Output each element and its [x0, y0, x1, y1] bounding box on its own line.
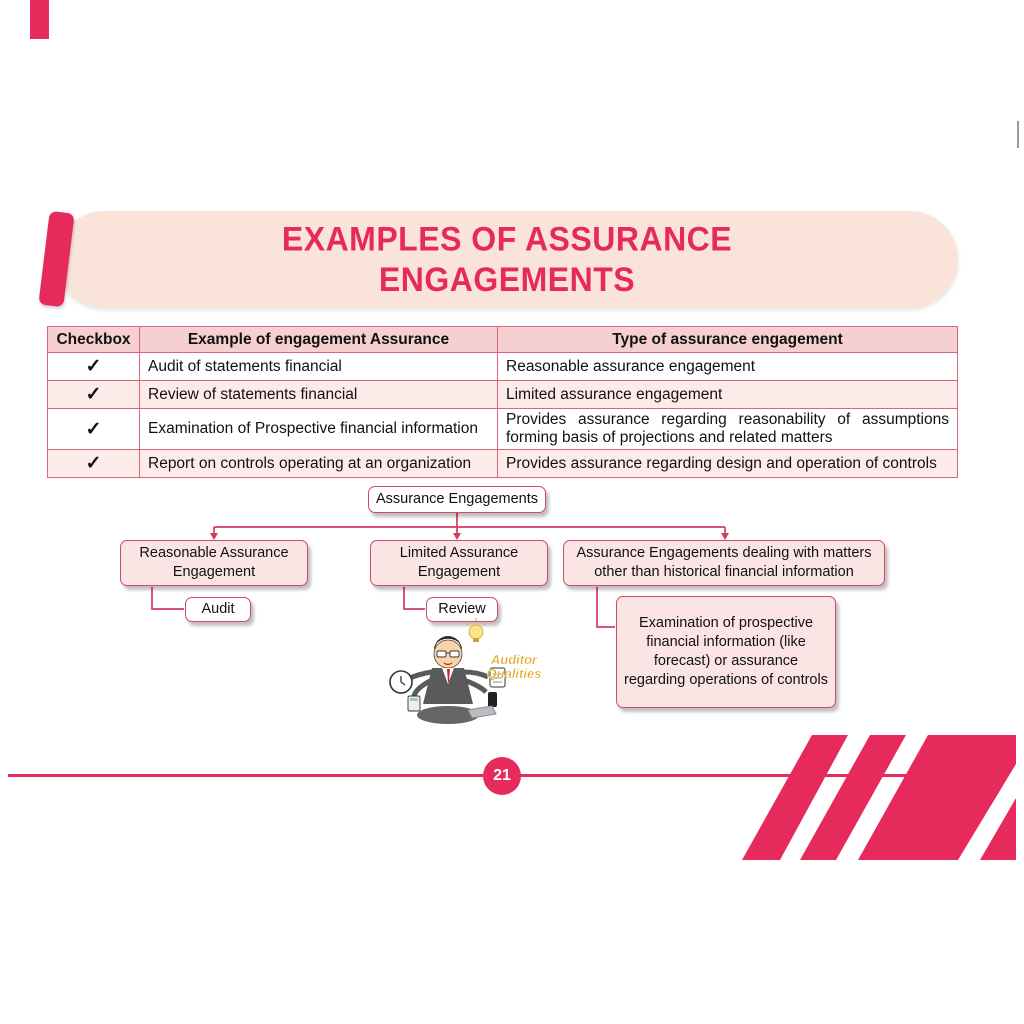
table-row: ✓ Report on controls operating at an org…	[47, 449, 958, 478]
corner-decoration	[742, 735, 1016, 860]
top-left-accent-tab	[30, 0, 49, 39]
right-edge-crop-mark	[1017, 121, 1019, 148]
lightbulb-icon	[464, 618, 488, 642]
checkmark-icon: ✓	[47, 380, 140, 409]
flowchart-node-reasonable: Reasonable Assurance Engagement	[120, 540, 308, 586]
flowchart-node-other: Assurance Engagements dealing with matte…	[563, 540, 885, 586]
flowchart-node-audit: Audit	[185, 597, 251, 622]
page-title-line1: EXAMPLES OF ASSURANCE	[281, 219, 733, 258]
illustration-caption-line2: Qualities	[487, 666, 542, 681]
page-title-line2: ENGAGEMENTS	[378, 259, 636, 298]
page-number-badge: 21	[483, 757, 521, 795]
flowchart-node-examination: Examination of prospective financial inf…	[616, 596, 836, 708]
type-cell: Provides assurance regarding design and …	[497, 449, 958, 478]
col-header-checkbox: Checkbox	[47, 326, 140, 353]
title-banner: EXAMPLES OF ASSURANCE ENGAGEMENTS	[56, 211, 958, 308]
laptop-icon	[467, 705, 497, 719]
checkmark-icon: ✓	[47, 449, 140, 478]
flowchart-root-node: Assurance Engagements	[368, 486, 546, 513]
type-cell: Limited assurance engagement	[497, 380, 958, 409]
page-number: 21	[493, 767, 511, 784]
type-cell: Provides assurance regarding reasonabili…	[497, 408, 958, 450]
auditor-illustration: Auditor Qualities	[389, 618, 542, 724]
phone-icon	[488, 692, 497, 707]
auditor-figure	[406, 636, 490, 724]
clipboard-icon	[489, 667, 506, 688]
table-header-row: Checkbox Example of engagement Assurance…	[47, 326, 958, 353]
page-title: EXAMPLES OF ASSURANCE ENGAGEMENTS	[282, 219, 732, 299]
flowchart-node-review: Review	[426, 597, 498, 622]
checkmark-icon: ✓	[47, 352, 140, 381]
table-row: ✓ Examination of Prospective financial i…	[47, 408, 958, 450]
table-row: ✓ Audit of statements financial Reasonab…	[47, 352, 958, 381]
example-cell: Examination of Prospective financial inf…	[139, 408, 498, 450]
example-cell: Review of statements financial	[139, 380, 498, 409]
example-cell: Report on controls operating at an organ…	[139, 449, 498, 478]
type-cell: Reasonable assurance engagement	[497, 352, 958, 381]
flowchart-node-limited: Limited Assurance Engagement	[370, 540, 548, 586]
clock-icon	[389, 670, 413, 694]
assurance-table: Checkbox Example of engagement Assurance…	[47, 326, 958, 478]
col-header-example: Example of engagement Assurance	[139, 326, 498, 353]
illustration-caption-line1: Auditor	[490, 652, 538, 667]
checkmark-icon: ✓	[47, 408, 140, 450]
col-header-type: Type of assurance engagement	[497, 326, 958, 353]
calculator-icon	[407, 695, 421, 712]
example-cell: Audit of statements financial	[139, 352, 498, 381]
table-row: ✓ Review of statements financial Limited…	[47, 380, 958, 409]
